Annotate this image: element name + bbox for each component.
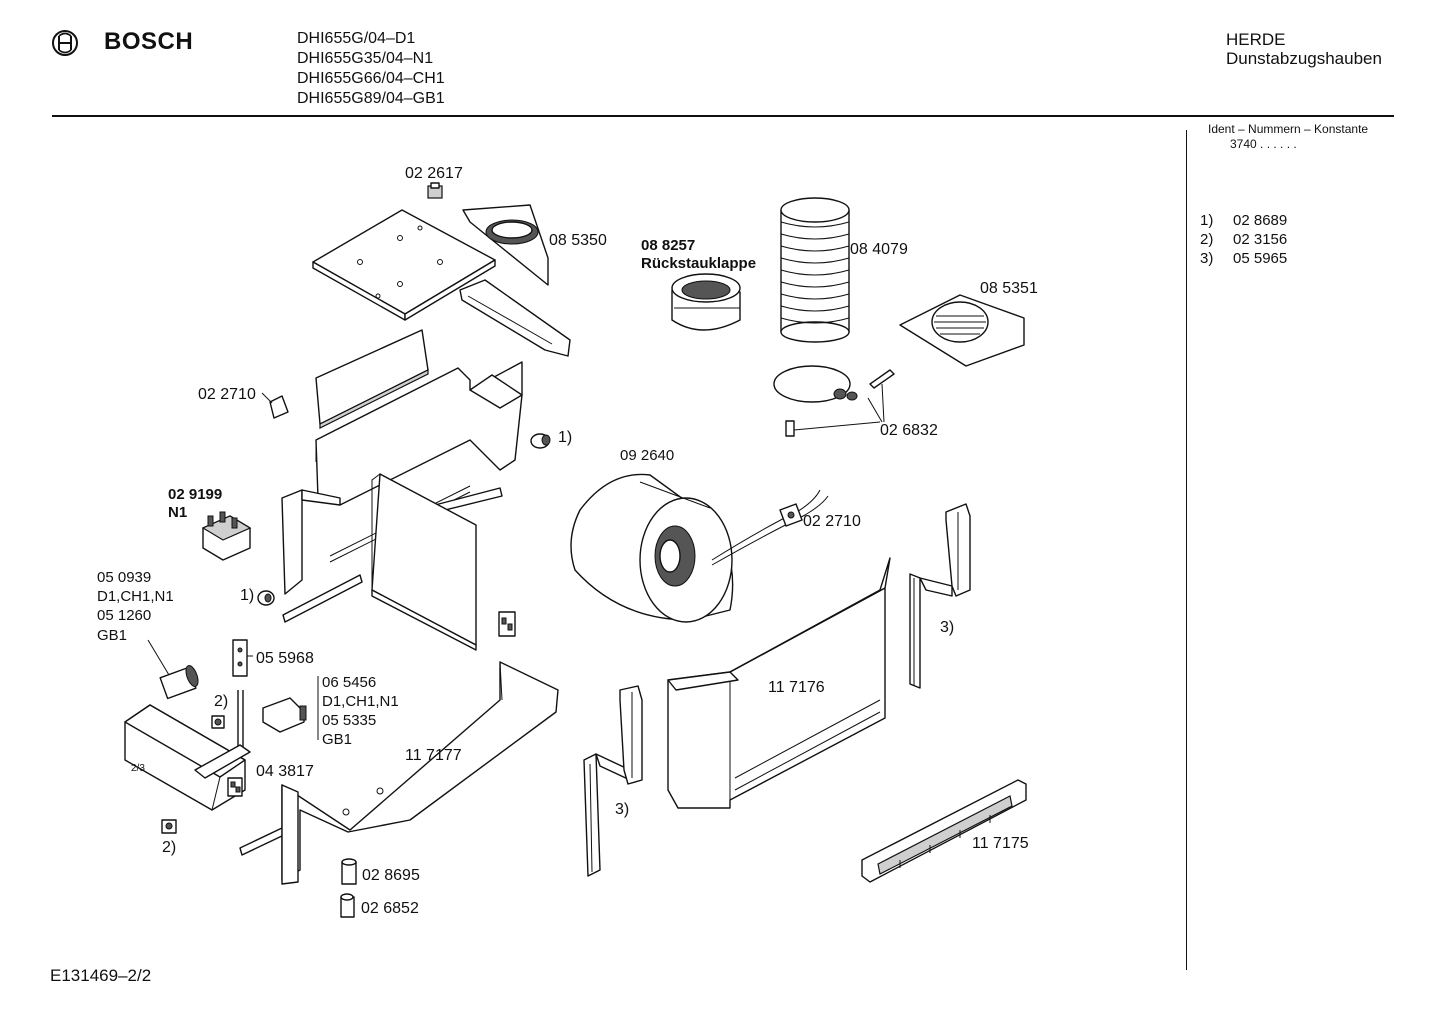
reference-label: 2) bbox=[214, 693, 228, 710]
reference-label: 1) bbox=[558, 429, 572, 446]
model-number: DHI655G35/04–N1 bbox=[297, 50, 434, 67]
bracket-arm bbox=[237, 690, 244, 750]
part-number-label: 08 4079 bbox=[850, 241, 908, 258]
sidebar-divider bbox=[1186, 130, 1187, 970]
brand: BOSCH bbox=[50, 26, 210, 60]
spacer-028695 bbox=[341, 858, 357, 885]
part-number-label: 11 7176 bbox=[768, 679, 825, 696]
backdraft-valve-088257 bbox=[671, 273, 741, 331]
part-number-label: 04 3817 bbox=[256, 763, 314, 780]
nut-2a bbox=[211, 715, 225, 729]
part-number-label: 02 2710 bbox=[198, 386, 256, 403]
part-number-label: 09 2640 bbox=[620, 447, 674, 464]
part-number-label: 02 2710 bbox=[803, 513, 861, 530]
corner-trim-3b bbox=[583, 685, 643, 877]
part-number-label: 05 0939 bbox=[97, 569, 151, 586]
grommet-1a bbox=[530, 433, 551, 449]
model-number: DHI655G89/04–GB1 bbox=[297, 90, 445, 107]
variant-label: GB1 bbox=[97, 627, 127, 644]
terminal-055968 bbox=[232, 639, 253, 677]
spacer-026852 bbox=[340, 893, 355, 918]
outlet-grille-085351 bbox=[899, 294, 1025, 367]
model-number: DHI655G66/04–CH1 bbox=[297, 70, 445, 87]
switch-065456 bbox=[262, 697, 307, 733]
mounting-plate bbox=[312, 209, 496, 321]
part-number-label: 02 6832 bbox=[880, 422, 938, 439]
rod-bar bbox=[282, 487, 503, 623]
connector-043817 bbox=[227, 777, 243, 797]
corner-trim-3a bbox=[909, 503, 971, 689]
footnote-row: 3) 05 5965 bbox=[1200, 249, 1287, 268]
blower-motor-092640 bbox=[570, 473, 829, 623]
flex-duct-084079 bbox=[780, 197, 850, 343]
filter-frame-117175 bbox=[861, 779, 1027, 883]
ident-label: Ident – Nummern – Konstante bbox=[1208, 122, 1369, 136]
chassis-tray-117177 bbox=[281, 661, 559, 885]
part-number-label: 02 2617 bbox=[405, 165, 463, 182]
part-number-label: 11 7175 bbox=[972, 835, 1029, 852]
part-number-label: 06 5456 bbox=[322, 674, 376, 691]
clip-022710-top bbox=[261, 392, 289, 419]
front-panel-117176 bbox=[667, 557, 891, 809]
part-number-label: 08 5351 bbox=[980, 280, 1038, 297]
rail-bracket bbox=[459, 279, 571, 357]
ident-block: Ident – Nummern – Konstante 3740 . . . .… bbox=[1208, 122, 1368, 152]
reference-label: 1) bbox=[240, 587, 254, 604]
hose-clamp-026832 bbox=[773, 365, 895, 437]
back-panel bbox=[371, 473, 477, 651]
variant-label: D1,CH1,N1 bbox=[322, 693, 399, 710]
air-outlet-gasket bbox=[462, 204, 549, 286]
footnote-key: 3) bbox=[1200, 250, 1214, 267]
part-name-label: Rückstauklappe bbox=[641, 255, 756, 272]
footnote-row: 1) 02 8689 bbox=[1200, 211, 1287, 230]
part-number-label: 08 5350 bbox=[549, 232, 607, 249]
header-divider bbox=[52, 115, 1394, 117]
part-number-label: 05 1260 bbox=[97, 607, 151, 624]
exploded-view-diagram: 2/3 bbox=[97, 165, 1038, 918]
relay-029199 bbox=[201, 511, 252, 561]
bosch-armature-logo-icon bbox=[52, 30, 78, 56]
model-list: DHI655G/04–D1 DHI655G35/04–N1 DHI655G66/… bbox=[297, 29, 445, 109]
footnote-key: 2) bbox=[1200, 231, 1214, 248]
model-number: DHI655G/04–D1 bbox=[297, 30, 416, 47]
footnote-value: 05 5965 bbox=[1233, 250, 1288, 267]
variant-label: D1,CH1,N1 bbox=[97, 588, 174, 605]
front-cover-panel bbox=[315, 329, 429, 429]
footnote-value: 02 3156 bbox=[1233, 231, 1288, 248]
grommet-1b bbox=[257, 590, 275, 606]
part-number-label: 02 6852 bbox=[361, 900, 419, 917]
footnote-row: 2) 02 3156 bbox=[1200, 230, 1287, 249]
clip-022617 bbox=[427, 182, 443, 199]
rod-bar-lower bbox=[239, 827, 285, 856]
connector-block bbox=[498, 611, 516, 637]
brand-name: BOSCH bbox=[104, 28, 194, 55]
footnote-key: 1) bbox=[1200, 212, 1214, 229]
part-number-label: 05 5335 bbox=[322, 712, 376, 729]
document-id: E131469–2/2 bbox=[50, 966, 152, 985]
part-number-label: 08 8257 bbox=[641, 237, 695, 254]
electronics-box: 2/3 bbox=[124, 704, 251, 811]
clip-022710-fan bbox=[779, 503, 803, 527]
reference-label: 2) bbox=[162, 839, 176, 856]
variant-label: N1 bbox=[168, 504, 187, 521]
footnote-value: 02 8689 bbox=[1233, 212, 1288, 229]
capacitor-050939 bbox=[147, 639, 199, 700]
part-number-label: 05 5968 bbox=[256, 650, 314, 667]
side-rail-left bbox=[281, 489, 341, 595]
part-number-label: 02 8695 bbox=[362, 867, 420, 884]
reference-label: 3) bbox=[615, 801, 629, 818]
category-title: HERDE bbox=[1226, 30, 1286, 49]
part-number-label: 02 9199 bbox=[168, 486, 222, 503]
part-number-label: 11 7177 bbox=[405, 747, 462, 764]
reference-label: 3) bbox=[940, 619, 954, 636]
ident-constant: 3740 . . . . . . bbox=[1230, 137, 1297, 151]
svg-text:2/3: 2/3 bbox=[131, 763, 145, 774]
product-category: HERDE Dunstabzugshauben bbox=[1226, 30, 1382, 68]
footnote-list: 1) 02 8689 2) 02 3156 3) 05 5965 bbox=[1200, 211, 1287, 268]
variant-label: GB1 bbox=[322, 731, 352, 748]
nut-2b bbox=[161, 819, 177, 834]
category-subtitle: Dunstabzugshauben bbox=[1226, 49, 1382, 68]
